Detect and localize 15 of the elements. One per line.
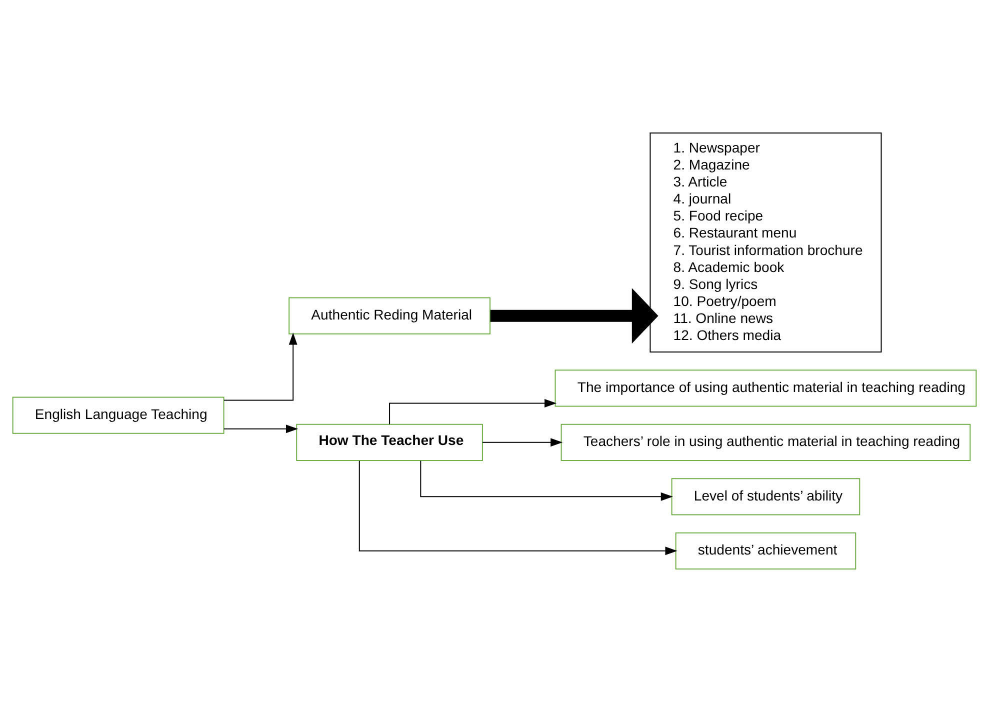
node-box: Level of students’ ability (671, 478, 860, 516)
node-box: 1. Newspaper 2. Magazine 3. Article 4. journal 5. Food recipe 6. Restaurant menu 7. Tourist information brochure 8. Academic book 9. Song lyrics 10. Poetry/poem 11. Online news 12. Others media (650, 132, 882, 352)
node-box: Teachers’ role in using authentic material in teaching reading (560, 424, 971, 461)
node-box: Authentic Reding Material (288, 297, 490, 334)
node-box: The importance of using authentic material in teaching reading (554, 370, 977, 407)
arrow (358, 460, 678, 556)
arrow (389, 399, 557, 424)
node-box: How The Teacher Use (296, 424, 483, 461)
arrow (490, 288, 658, 344)
node-box: students’ achievement (675, 532, 856, 570)
arrow (224, 332, 298, 401)
arrow (224, 424, 298, 434)
arrow (482, 438, 563, 447)
node-box: English Language Teaching (12, 396, 224, 434)
arrow (420, 460, 673, 501)
